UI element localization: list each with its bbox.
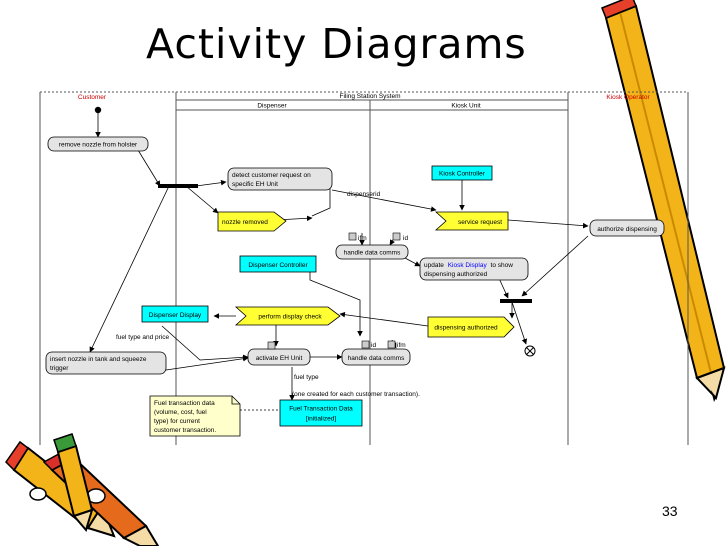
object-dispenser-controller: Dispenser Controller: [239, 255, 317, 273]
activity-handle-data-comms-2: handle data comms: [341, 348, 411, 366]
slide-title: Activity Diagrams: [146, 20, 527, 68]
svg-text:detect customer request on: detect customer request on: [232, 172, 311, 179]
flow-edges: [89, 112, 589, 411]
svg-text:insert nozzle in tank and sque: insert nozzle in tank and squeeze: [50, 356, 147, 363]
label-id-1: id: [403, 235, 408, 242]
activity-remove-nozzle: remove nozzle from holster: [47, 136, 149, 152]
svg-text:update Kiosk Display: update Kiosk Display to show: [424, 262, 513, 269]
pin-activate: [267, 341, 276, 350]
pencil-right-icon: [601, 0, 726, 402]
svg-text:specific EH Unit: specific EH Unit: [232, 181, 278, 188]
lane-dispenser: Dispenser: [257, 103, 287, 110]
svg-text:Fuel transaction data: Fuel transaction data: [154, 400, 215, 407]
svg-text:perform display check: perform display check: [258, 314, 322, 321]
lane-customer: Customer: [78, 94, 107, 101]
activity-authorize-dispensing: authorize dispensing: [589, 219, 665, 237]
svg-text:remove nozzle from holster: remove nozzle from holster: [59, 142, 138, 149]
label-ifm-1: ifm: [358, 235, 367, 242]
svg-text:customer transaction.: customer transaction.: [154, 427, 216, 434]
svg-text:authorize dispensing: authorize dispensing: [597, 226, 657, 233]
svg-text:Dispenser Display: Dispenser Display: [149, 312, 202, 319]
object-dispenser-display: Dispenser Display: [141, 305, 209, 323]
svg-text:dispensing authorized: dispensing authorized: [424, 271, 488, 278]
svg-text:type) for current: type) for current: [154, 418, 200, 425]
signal-service-request: service request: [434, 211, 509, 231]
fork-bar-1: [158, 184, 198, 188]
svg-text:trigger: trigger: [50, 365, 69, 372]
svg-text:handle data comms: handle data comms: [344, 250, 401, 257]
svg-text:[initialized]: [initialized]: [306, 416, 337, 423]
label-ifm-2: ifm: [397, 342, 406, 349]
svg-text:Dispenser Controller: Dispenser Controller: [248, 262, 308, 269]
activity-insert-nozzle: insert nozzle in tank and squeeze trigge…: [45, 351, 167, 375]
lane-kiosk-operator: Kiosk Operator: [606, 94, 650, 101]
page-number: 33: [662, 503, 678, 519]
svg-text:service request: service request: [458, 219, 502, 226]
svg-text:Kiosk Controller: Kiosk Controller: [439, 171, 486, 178]
object-fuel-transaction-data: Fuel Transaction Data [initialized]: [279, 399, 363, 427]
activity-activate-eh-unit: activate EH Unit: [247, 348, 311, 366]
kiosk-display-link: Kiosk Display: [448, 262, 488, 269]
label-fuel-type: fuel type: [294, 374, 319, 381]
pin-id-1: [392, 232, 401, 241]
svg-text:dispensing authorized: dispensing authorized: [434, 325, 498, 332]
swimlane-frame: [39, 91, 689, 445]
label-id-2: id: [371, 342, 376, 349]
lane-filing-station: Filing Station System: [339, 93, 400, 100]
final-node: [524, 345, 536, 357]
initial-node: [94, 106, 102, 114]
label-dispenserid: dispenserid: [347, 191, 381, 198]
signal-dispensing-authorized: dispensing authorized: [427, 316, 515, 338]
pin-ifm-1: [348, 232, 357, 241]
svg-text:nozzle removed: nozzle removed: [222, 219, 268, 226]
activity-handle-data-comms-1: handle data comms: [335, 244, 409, 260]
label-one-created: (one created for each customer transacti…: [292, 391, 420, 398]
svg-text:handle data comms: handle data comms: [348, 355, 405, 362]
svg-text:activate EH Unit: activate EH Unit: [256, 355, 303, 362]
activity-update-kiosk: update Kiosk Display to show dispensing …: [419, 257, 529, 281]
pencil-green-icon: [53, 433, 94, 533]
fork-bar-2: [500, 299, 532, 303]
svg-text:(volume, cost, fuel: (volume, cost, fuel: [154, 409, 207, 416]
object-kiosk-controller: Kiosk Controller: [431, 165, 493, 181]
activity-detect-request: detect customer request on specific EH U…: [227, 167, 333, 191]
signal-perform-display-check: perform display check: [234, 306, 341, 326]
lane-kiosk-unit: Kiosk Unit: [451, 103, 480, 110]
label-fuel-type-price: fuel type and price: [116, 334, 170, 341]
pin-id-2: [361, 340, 370, 349]
pin-ifm-2: [387, 340, 396, 349]
note-fuel-transaction: Fuel transaction data (volume, cost, fue…: [149, 395, 241, 437]
svg-text:Fuel Transaction Data: Fuel Transaction Data: [289, 406, 353, 413]
signal-nozzle-removed: nozzle removed: [217, 211, 287, 232]
